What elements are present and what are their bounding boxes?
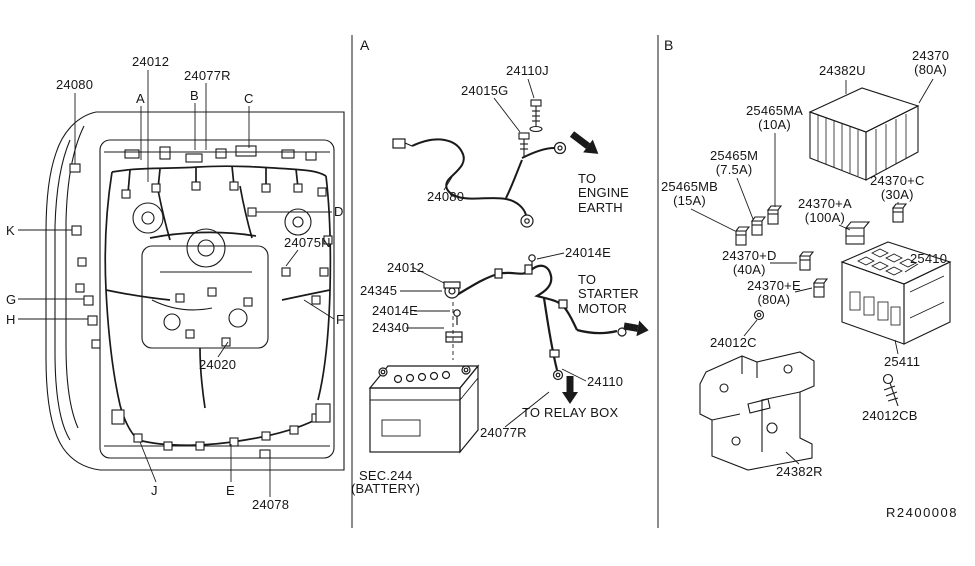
label-24020: 24020 xyxy=(199,357,237,372)
harness-connectors xyxy=(69,163,333,459)
bolt-24110j xyxy=(529,99,543,133)
label-24077r-left: 24077R xyxy=(184,68,231,83)
right-leader-lines xyxy=(690,78,934,465)
label-24012cb: 24012CB xyxy=(862,408,918,423)
label-24014e-lower: 24014E xyxy=(372,303,419,318)
relay-box-arrow xyxy=(562,376,578,404)
label-24012-middle: 24012 xyxy=(387,260,425,275)
bolt-24015g xyxy=(518,132,530,156)
engine-room-harness xyxy=(104,165,332,447)
label-24382u: 24382U xyxy=(819,63,866,78)
callout-h: H xyxy=(6,312,16,327)
mounting-bracket xyxy=(699,351,815,471)
label-24014e-upper: 24014E xyxy=(565,245,612,260)
left-leader-lines xyxy=(18,70,335,497)
callout-f: F xyxy=(336,312,345,327)
label-25465m: 25465M (7.5A) xyxy=(710,148,759,178)
label-24080-left: 24080 xyxy=(56,77,94,92)
label-battery: (BATTERY) xyxy=(351,481,421,496)
callout-c: C xyxy=(244,91,254,106)
label-25411: 25411 xyxy=(884,354,921,369)
label-24382r: 24382R xyxy=(776,464,823,479)
engine-block xyxy=(141,228,269,349)
callout-e: E xyxy=(226,483,235,498)
label-sec244: SEC.244 xyxy=(359,468,413,483)
bolt-24012cb xyxy=(882,373,899,407)
starter-motor-arrow xyxy=(623,320,649,337)
battery-illustration xyxy=(368,364,480,454)
callout-b: B xyxy=(190,88,199,103)
drawing-code: R2400008 xyxy=(886,505,958,520)
label-25465mb: 25465MB (15A) xyxy=(661,179,719,209)
label-24370-80a: 24370 (80A) xyxy=(912,48,950,78)
relay-box-cover xyxy=(808,87,920,181)
callout-k: K xyxy=(6,223,15,238)
label-24110j: 24110J xyxy=(506,63,549,78)
section-a-letter: A xyxy=(360,37,370,53)
label-24370d: 24370+D (40A) xyxy=(722,248,777,278)
label-24075n: 24075N xyxy=(284,235,331,250)
callout-j: J xyxy=(151,483,158,498)
label-24340: 24340 xyxy=(372,320,410,335)
label-24370c: 24370+C (30A) xyxy=(870,173,925,203)
callout-d: D xyxy=(334,204,344,219)
label-24370e: 24370+E (80A) xyxy=(747,278,801,308)
middle-leader-lines xyxy=(400,78,587,428)
note-to-relay-box: TO RELAY BOX xyxy=(522,405,619,420)
label-24370a: 24370+A (100A) xyxy=(798,196,852,226)
label-24012c: 24012C xyxy=(710,335,757,350)
label-25410: 25410 xyxy=(910,251,948,266)
label-24078: 24078 xyxy=(252,497,290,512)
label-24012-left: 24012 xyxy=(132,54,170,69)
fuse-block xyxy=(840,241,952,345)
label-24077r-middle: 24077R xyxy=(480,425,527,440)
label-24110: 24110 xyxy=(587,374,624,389)
starter-cable-fittings xyxy=(443,254,627,381)
label-24015g: 24015G xyxy=(461,83,509,98)
section-b-letter: B xyxy=(664,37,674,53)
callout-a: A xyxy=(136,91,145,106)
engine-earth-arrow xyxy=(569,131,599,154)
note-to-starter-motor: TO STARTER MOTOR xyxy=(578,272,639,316)
callout-g: G xyxy=(6,292,17,307)
vehicle-body-outline xyxy=(45,111,345,471)
engine-earth-cable xyxy=(411,138,555,216)
label-24345: 24345 xyxy=(360,283,398,298)
note-to-engine-earth: TO ENGINE EARTH xyxy=(578,171,630,215)
section-dividers xyxy=(351,35,659,528)
fusible-links xyxy=(734,203,908,321)
label-25465ma: 25465MA (10A) xyxy=(746,103,804,133)
engine-earth-fittings xyxy=(392,138,567,228)
label-24080-middle: 24080 xyxy=(427,189,465,204)
